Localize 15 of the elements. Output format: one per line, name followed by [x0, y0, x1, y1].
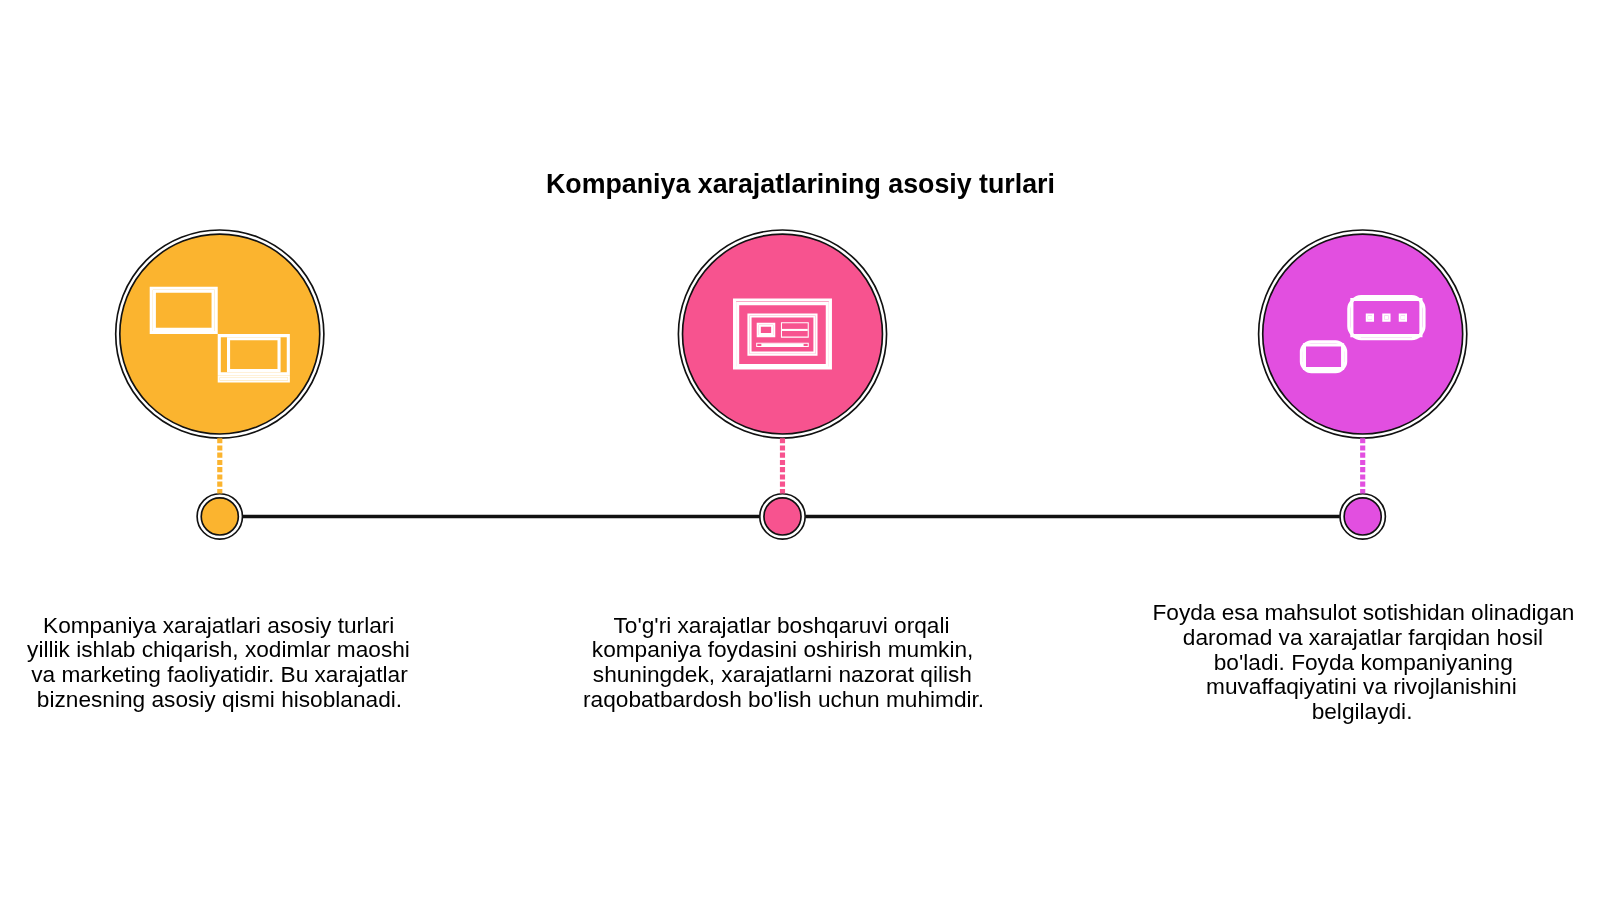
- connector: [779, 437, 786, 494]
- node-picture: [677, 228, 888, 439]
- connector: [1360, 437, 1366, 494]
- connector: [217, 437, 223, 494]
- node-label: To'g'ri xarajatlar boshqaruvi orqali kompaniya foydasini oshirish mumkin, shuningdek, xarajatlarni nazorat qilish raqobatbardosh bo'lish uchun muhimdir.: [583, 611, 985, 712]
- node-circle: [1339, 492, 1387, 540]
- node-label: Kompaniya xarajatlari asosiy turlari yillik ishlab chiqarish, xodimlar maoshi va marketing faoliyatidir. Bu xarajatlar biznesning asosiy qismi hisoblanadi.: [27, 611, 410, 712]
- node-picture: [114, 228, 325, 439]
- diagram-title: Kompaniya xarajatlarining asosiy turlari: [545, 168, 1055, 199]
- node-picture: [1257, 228, 1468, 439]
- connector: [805, 514, 1340, 518]
- node-circle: [196, 492, 244, 540]
- connector: [242, 514, 760, 518]
- node-label: Foyda esa mahsulot sotishidan olinadigan daromad va xarajatlar farqidan hosil bo'ladi. Foyda kompaniyaning muvaffaqiyatini va rivojlanishini belgilaydi.: [1152, 598, 1575, 724]
- node-circle: [759, 492, 806, 540]
